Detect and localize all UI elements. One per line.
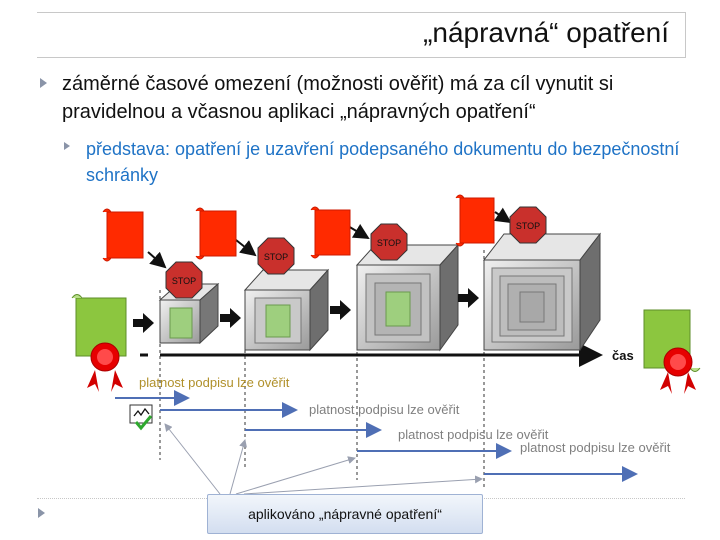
title-bar: „nápravná“ opatření [37, 12, 686, 58]
validity-arrows [115, 390, 638, 482]
bullet-2-text: představa: opatření je uzavření podepsan… [86, 139, 680, 185]
safe-box-4 [482, 232, 602, 352]
stop-label: STOP [516, 221, 540, 231]
red-document-icons [102, 194, 495, 262]
stop-sign-icons: STOP STOP STOP STOP [165, 206, 547, 299]
stop-label: STOP [264, 252, 288, 262]
process-arrows [133, 288, 479, 333]
time-axis-label: čas [612, 348, 634, 363]
signature-check-icon [129, 404, 153, 431]
callout-pointer-lines [164, 423, 483, 495]
bullet-icon [40, 78, 47, 88]
safe-box-2 [243, 268, 330, 352]
signed-document-right [643, 309, 701, 394]
validity-label-3: platnost podpisu lze ověřit [398, 427, 549, 442]
insert-arrows [147, 207, 512, 269]
callout-applied-measure: aplikováno „nápravné opatření“ [207, 494, 483, 534]
stop-label: STOP [172, 276, 196, 286]
signed-document-left [71, 294, 127, 392]
validity-label-2: platnost podpisu lze ověřit [309, 402, 460, 417]
footer-bullet-icon [38, 508, 45, 518]
validity-label-1: platnost podpisu lze ověřit [139, 375, 290, 390]
safe-box-3 [355, 243, 460, 352]
bullet-1-text: záměrné časové omezení (možnosti ověřit)… [62, 73, 614, 123]
stop-label: STOP [377, 238, 401, 248]
sub-bullet-icon [64, 142, 70, 150]
validity-label-4: platnost podpisu lze ověřit [520, 440, 671, 455]
slide-title: „nápravná“ opatření [423, 17, 669, 48]
